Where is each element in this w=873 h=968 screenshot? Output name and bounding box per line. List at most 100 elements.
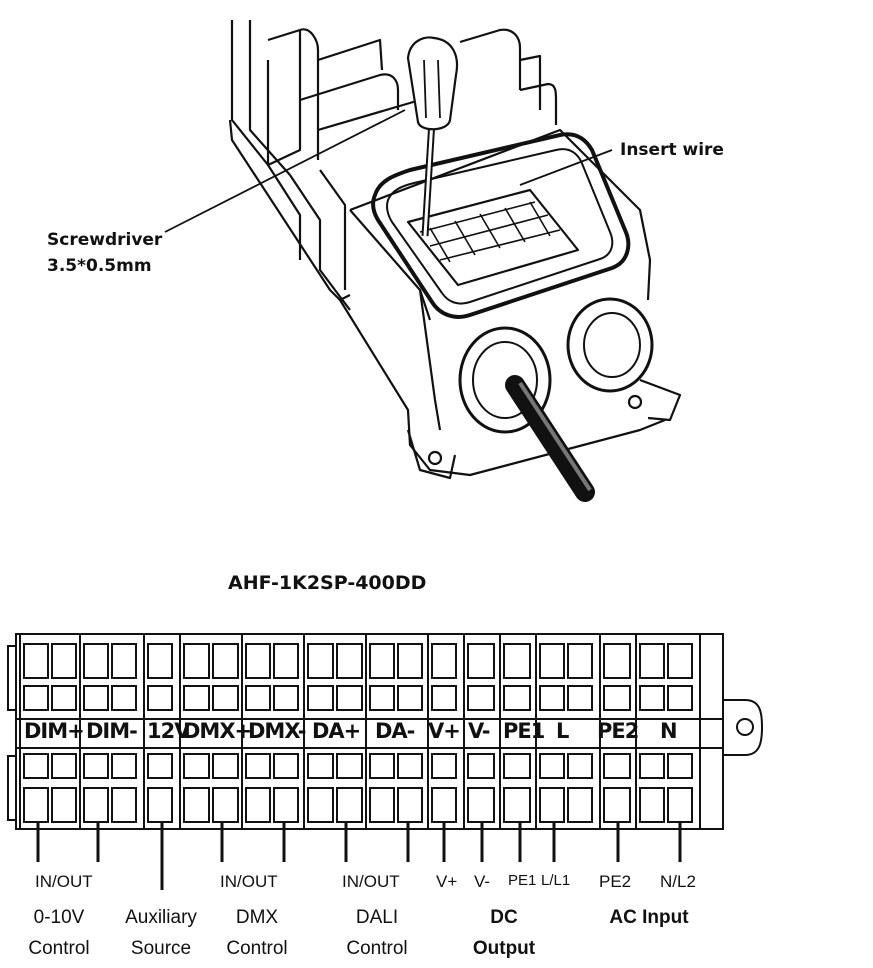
terminal-release-top [111, 685, 137, 711]
terminal-slot-top [51, 643, 77, 679]
terminal-slot-bottom [431, 787, 457, 823]
terminal-release-top [307, 685, 334, 711]
terminal-slot-bottom [245, 787, 271, 823]
terminal-release-top [503, 685, 531, 711]
terminal-label-pe2: PE2 [597, 719, 639, 743]
heatsink-fin [299, 73, 400, 110]
lid-gasket [386, 148, 614, 305]
group-dmx-title: DMX [235, 907, 279, 928]
terminal-slot-bottom [83, 787, 109, 823]
terminal-release-top [245, 685, 271, 711]
left-ear [7, 645, 16, 711]
group-dali-control: DALI Control [338, 902, 416, 964]
screwdriver-leader [164, 109, 406, 233]
terminal-release-bottom [307, 753, 334, 779]
terminal-label-da-plus: DA+ [312, 719, 361, 743]
group-ac-input: AC Input [594, 902, 704, 933]
terminal-slot-top [23, 643, 49, 679]
wire-label-pe1: PE1 [508, 872, 537, 889]
driver-body [349, 128, 652, 301]
terminal-release-top [336, 685, 363, 711]
group-analog-control: 0-10V Control [22, 902, 96, 964]
terminal-release-bottom [273, 753, 299, 779]
wire-label-v-plus: V+ [436, 872, 458, 891]
terminal-label-n: N [660, 719, 678, 743]
terminal-release-top [147, 685, 173, 711]
terminal-release-bottom [639, 753, 665, 779]
terminal-release-bottom [336, 753, 363, 779]
cable-gland [566, 297, 654, 393]
terminal-label-v-minus: V- [468, 719, 490, 743]
terminal-release-top [539, 685, 565, 711]
terminal-release-top [603, 685, 631, 711]
heatsink-fin [267, 28, 302, 166]
terminal-release-bottom [467, 753, 495, 779]
screwdriver-callout: Screwdriver [47, 230, 163, 250]
power-cable [505, 375, 595, 502]
terminal-slot-top [245, 643, 271, 679]
terminal-slot-bottom [183, 787, 210, 823]
terminal-release-top [83, 685, 109, 711]
terminal-slot-top [83, 643, 109, 679]
driver-body [339, 299, 666, 477]
terminal-label-12v: 12V [147, 719, 190, 743]
wire-label-l-l1: L/L1 [541, 872, 571, 889]
heatsink-fin [459, 28, 522, 90]
terminal-slot-top [431, 643, 457, 679]
wire-label-n-l2: N/L2 [660, 872, 696, 891]
heatsink-fin [519, 54, 542, 110]
terminal-release-bottom [369, 753, 395, 779]
terminal-slot-top [397, 643, 423, 679]
terminal-release-top [183, 685, 210, 711]
terminal-release-bottom [51, 753, 77, 779]
terminal-slot-bottom [147, 787, 173, 823]
group-dali-subtitle: Control [346, 938, 408, 959]
mounting-tab [639, 378, 682, 422]
heatsink-fin [230, 20, 270, 167]
terminal-label-dmx-plus: DMX+ [183, 719, 252, 743]
terminal-release-top [567, 685, 593, 711]
terminal-release-bottom [83, 753, 109, 779]
terminal-release-top [23, 685, 49, 711]
strip-frame [15, 633, 724, 830]
terminal-slot-bottom [397, 787, 423, 823]
group-auxiliary-source: Auxiliary Source [118, 902, 204, 964]
group-ac-title: AC Input [609, 907, 689, 928]
right-ear-hole [736, 718, 754, 736]
terminal-slot-top [369, 643, 395, 679]
wire-label-v-minus: V- [474, 872, 491, 891]
terminal-slot-top [212, 643, 239, 679]
terminal-slot-bottom [111, 787, 137, 823]
heatsink-fin [289, 174, 351, 311]
terminal-slot-top [336, 643, 363, 679]
wire-label-analog: IN/OUT [35, 872, 93, 891]
group-dali-title: DALI [355, 907, 399, 928]
terminal-release-bottom [245, 753, 271, 779]
wire-label-dmx: IN/OUT [220, 872, 278, 891]
group-aux-title: Auxiliary [125, 907, 197, 928]
terminal-release-bottom [431, 753, 457, 779]
group-dmx-subtitle: Control [226, 938, 288, 959]
model-number: AHF-1K2SP-400DD [228, 572, 427, 594]
terminal-slot-bottom [51, 787, 77, 823]
screwdriver-size-callout: 3.5*0.5mm [47, 256, 152, 276]
left-ear [7, 755, 16, 821]
group-dc-title: DC [490, 907, 518, 928]
right-ear [723, 699, 764, 756]
terminal-label-pe1: PE1 [503, 719, 545, 743]
terminal-slot-top [307, 643, 334, 679]
driver-body [418, 289, 442, 431]
terminal-release-top [51, 685, 77, 711]
terminal-slot-bottom [539, 787, 565, 823]
terminal-slot-top [603, 643, 631, 679]
terminal-slot-bottom [212, 787, 239, 823]
terminal-slot-top [539, 643, 565, 679]
heatsink-fin [519, 82, 558, 125]
group-analog-subtitle: Control [28, 938, 90, 959]
terminal-slot-bottom [369, 787, 395, 823]
group-dc-output: DC Output [455, 902, 553, 964]
terminal-label-dim-minus: DIM- [86, 719, 138, 743]
terminal-release-top [431, 685, 457, 711]
driver-illustration [164, 20, 682, 502]
